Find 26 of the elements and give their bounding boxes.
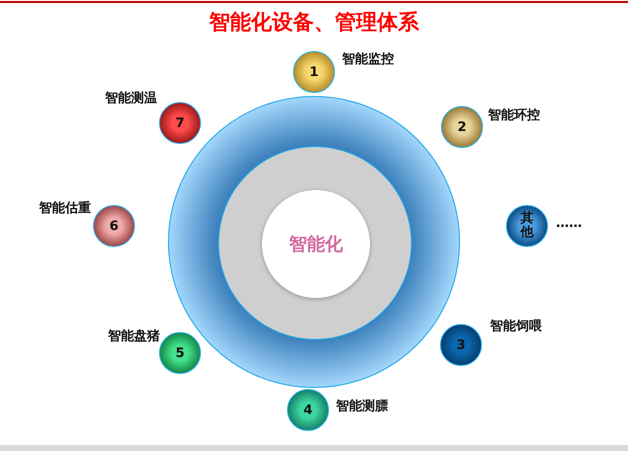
number-circle — [159, 332, 201, 374]
number-circle — [293, 51, 335, 93]
item-label: …… — [556, 216, 582, 231]
circle-label: 4 — [303, 402, 313, 418]
item-label: 智能估重 — [39, 200, 91, 217]
item-label: 智能测膘 — [336, 398, 388, 415]
circle-label: 其他 — [520, 212, 534, 240]
number-circle — [287, 389, 329, 431]
circle-label: 3 — [456, 338, 466, 352]
number-circle — [159, 102, 201, 144]
item-label: 智能环控 — [488, 107, 540, 124]
circle-label: 1 — [309, 64, 319, 80]
item-label: 智能饲喂 — [490, 318, 542, 335]
circle-label: 7 — [175, 116, 185, 130]
title: 智能化设备、管理体系 — [208, 9, 420, 36]
circle-label: 5 — [175, 346, 185, 360]
circle-label: 2 — [457, 120, 467, 134]
item-label: 智能盘猪 — [108, 328, 160, 345]
item-label: 智能监控 — [342, 51, 394, 68]
number-circle — [506, 205, 548, 247]
number-circle — [440, 324, 482, 366]
center-label: 智能化 — [289, 233, 343, 256]
circle-label: 6 — [109, 218, 119, 234]
number-circle — [441, 106, 483, 148]
item-label: 智能测温 — [105, 90, 157, 107]
number-circle — [93, 205, 135, 247]
